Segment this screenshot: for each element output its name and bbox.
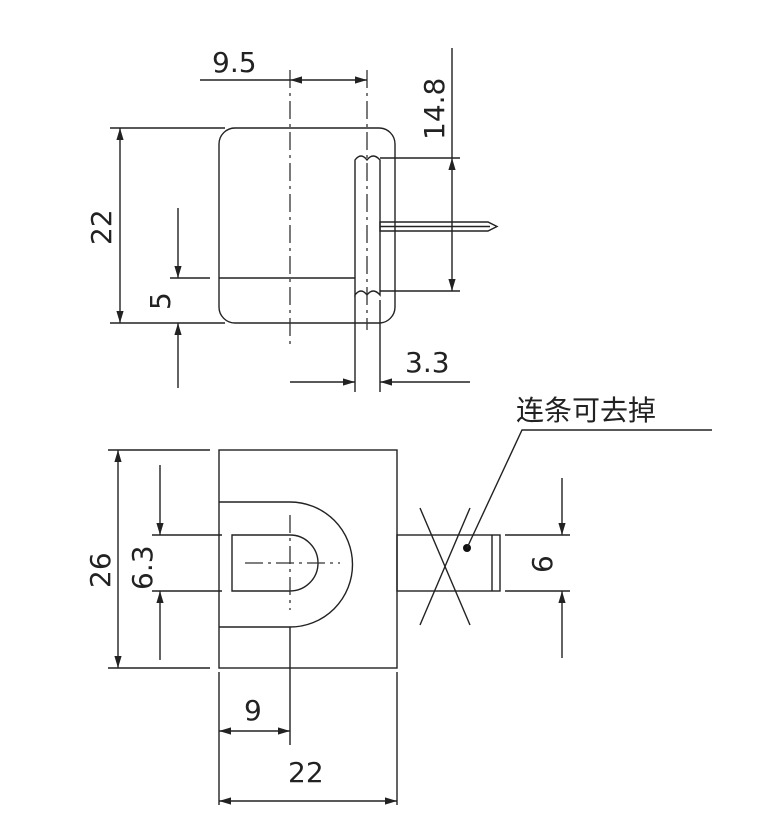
dim-5: 5 <box>144 292 177 310</box>
u-channel <box>219 501 354 628</box>
u-slot <box>231 534 319 592</box>
remove-cross-line <box>419 507 471 626</box>
dim-26: 26 <box>84 552 117 588</box>
dim-3-3: 3.3 <box>405 346 450 379</box>
dim-6: 6 <box>526 555 559 573</box>
dim-22-top: 22 <box>85 209 118 245</box>
groove-strip <box>354 155 381 298</box>
front-view: 连条可去掉 26 6.3 6 9 22 <box>84 394 712 805</box>
front-body <box>218 449 398 669</box>
top-body <box>218 127 396 324</box>
pin-side <box>379 221 499 232</box>
removable-note: 连条可去掉 <box>516 394 656 427</box>
dim-14-8: 14.8 <box>418 78 451 140</box>
top-view: 9.5 14.8 22 5 3.3 <box>85 46 499 392</box>
dim-6-3: 6.3 <box>126 545 159 590</box>
leader-line <box>466 429 712 549</box>
pin-end <box>396 534 501 592</box>
dim-9: 9 <box>244 694 262 727</box>
dim-9-5: 9.5 <box>212 46 257 79</box>
dim-22-bottom: 22 <box>288 756 324 789</box>
